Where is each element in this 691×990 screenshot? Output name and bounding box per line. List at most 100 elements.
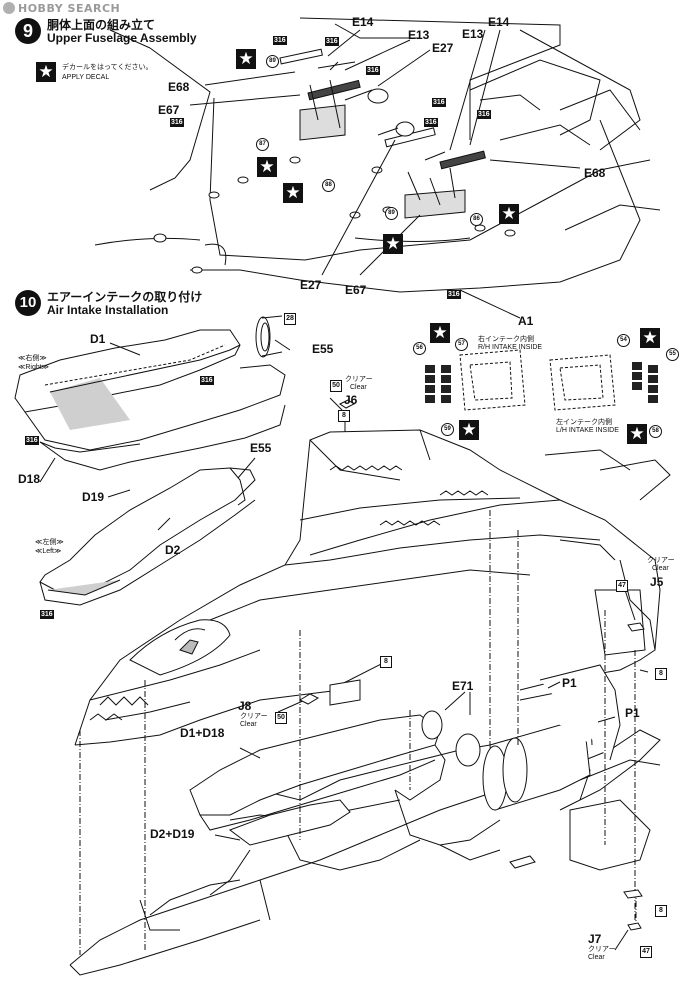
part-label-e55: E55 <box>250 441 272 455</box>
step-10-number: 10 <box>15 290 41 316</box>
clear-label-jp: クリアー <box>345 375 373 383</box>
decal-star-icon: ★ <box>36 62 56 82</box>
intake-right-d1 <box>14 329 286 451</box>
cement-marker: 316 <box>40 610 54 619</box>
step-10-title-en: Air Intake Installation <box>47 303 169 317</box>
paint-code: 47 <box>640 946 652 958</box>
paint-code: 8 <box>655 668 667 680</box>
part-label-e14: E14 <box>488 15 510 29</box>
lh-intake-inside-jp: 左インテーク内側 <box>556 418 612 426</box>
decal-star-icon: ★ <box>627 424 647 444</box>
fuselage-outline <box>74 429 671 746</box>
decal-note-en: APPLY DECAL <box>62 74 110 81</box>
decal-star-icon: ★ <box>236 49 256 69</box>
cement-marker: 316 <box>424 118 438 127</box>
cement-marker: 316 <box>477 110 491 119</box>
paint-code: 8 <box>380 656 392 668</box>
intake-left-d19-d2 <box>39 467 256 606</box>
decal-number: 55 <box>666 348 679 361</box>
decal-note-jp: デカールをはってください。 <box>62 64 153 71</box>
part-label-d2: D2 <box>165 543 181 557</box>
part-label-a1: A1 <box>518 314 534 328</box>
intake-assembly-d1d18 <box>189 714 446 831</box>
part-label-e71: E71 <box>452 679 474 693</box>
intake-inside-panels <box>459 349 616 411</box>
clear-label-en: Clear <box>652 565 669 572</box>
part-label-p1: P1 <box>562 676 577 690</box>
step9-parts <box>279 48 486 219</box>
side-label-left-jp: ≪左側≫ <box>35 538 64 546</box>
decal-number: 88 <box>322 179 335 192</box>
decal-number: 87 <box>256 138 269 151</box>
part-label-j6: J6 <box>344 393 358 407</box>
clear-label-en: Clear <box>588 954 605 961</box>
decal-star-icon: ★ <box>430 323 450 343</box>
part-label-e68: E68 <box>584 166 606 180</box>
clear-label-en: Clear <box>240 721 257 728</box>
part-label-d18: D18 <box>18 472 41 486</box>
clear-label-jp: クリアー <box>647 556 675 564</box>
leaders-step9 <box>189 29 581 319</box>
part-label-e67: E67 <box>345 283 367 297</box>
cement-marker: 316 <box>432 98 446 107</box>
hobby-search-logo-icon <box>3 2 15 14</box>
decal-number: 89 <box>266 55 279 68</box>
step-9-title-en: Upper Fuselage Assembly <box>47 31 197 45</box>
cement-marker: 316 <box>273 36 287 45</box>
paint-code: 50 <box>275 712 287 724</box>
side-label-left-en: ≪Left≫ <box>35 548 62 555</box>
small-clear-parts <box>298 399 645 931</box>
lower-fuselage <box>69 729 661 976</box>
rh-intake-inside-jp: 右インテーク内側 <box>478 335 534 343</box>
cement-marker: 316 <box>25 436 39 445</box>
cement-marker: 316 <box>447 290 461 299</box>
clear-label-jp: クリアー <box>588 945 616 953</box>
rh-intake-inside-en: R/H INTAKE INSIDE <box>478 344 543 351</box>
watermark-text: HOBBY SEARCH <box>18 2 121 15</box>
clear-label-jp: クリアー <box>240 712 268 720</box>
step-9-title-jp: 胴体上面の組み立て <box>47 18 156 32</box>
intake-inside-decals <box>425 362 658 403</box>
decal-star-icon: ★ <box>640 328 660 348</box>
part-label-d19: D19 <box>82 490 105 504</box>
part-label-d1: D1 <box>90 332 106 346</box>
step-10-title-jp: エアーインテークの取り付け <box>47 290 203 304</box>
decal-number: 89 <box>385 207 398 220</box>
decal-star-icon: ★ <box>257 157 277 177</box>
cement-marker: 316 <box>170 118 184 127</box>
decal-number: 56 <box>413 342 426 355</box>
side-label-right-jp: ≪右側≫ <box>18 354 47 362</box>
decal-number: 54 <box>617 334 630 347</box>
upper-fuselage-outline <box>94 17 661 293</box>
part-label-e27: E27 <box>300 278 322 292</box>
intake-e55-right <box>255 315 283 358</box>
part-label-e14: E14 <box>352 15 374 29</box>
part-label-j8: J8 <box>238 699 252 713</box>
cement-marker: 316 <box>325 37 339 46</box>
part-label-e55: E55 <box>312 342 334 356</box>
cement-marker: 316 <box>200 376 214 385</box>
lh-intake-inside-en: L/H INTAKE INSIDE <box>556 427 619 434</box>
part-label-e67: E67 <box>158 103 180 117</box>
decal-number: 58 <box>649 425 662 438</box>
decal-star-icon: ★ <box>459 420 479 440</box>
engine-nozzles <box>421 664 621 811</box>
part-label-e27: E27 <box>432 41 454 55</box>
side-label-right-en: ≪Right≫ <box>18 364 49 371</box>
decal-star-icon: ★ <box>499 204 519 224</box>
guide-lines <box>79 510 637 955</box>
paint-code: 50 <box>330 380 342 392</box>
part-label-d1-d18: D1+D18 <box>180 726 225 740</box>
clear-label-en: Clear <box>350 384 367 391</box>
paint-code: 8 <box>338 410 350 422</box>
watermark-logo: HOBBY SEARCH <box>3 2 120 15</box>
part-label-e13: E13 <box>462 27 484 41</box>
intake-assembly-d2d19 <box>228 799 351 846</box>
part-label-j5: J5 <box>650 575 664 589</box>
paint-code: 8 <box>655 905 667 917</box>
part-label-e13: E13 <box>408 28 430 42</box>
round-posts <box>153 156 516 274</box>
intake-d18 <box>39 404 286 471</box>
